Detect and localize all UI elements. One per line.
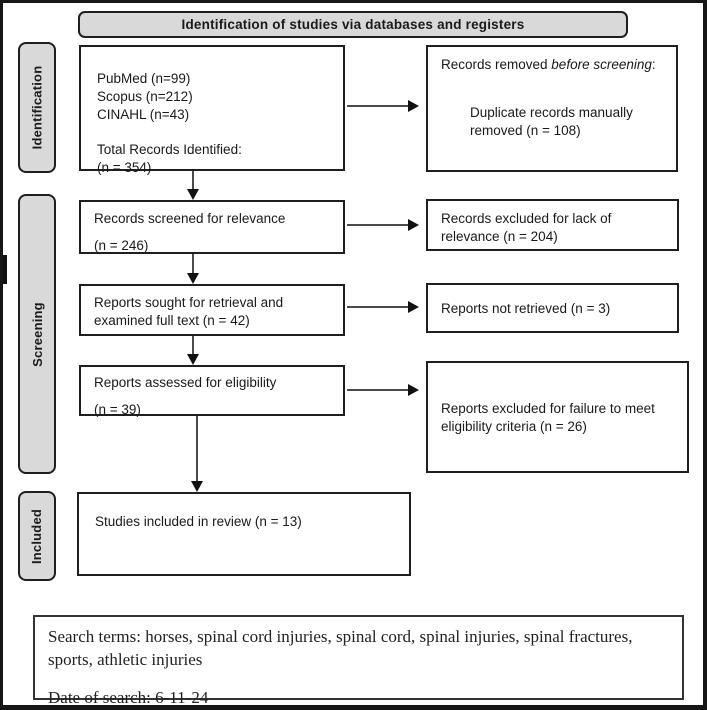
diagram-title: Identification of studies via databases … [181, 17, 525, 32]
records-screened-box: Records screened for relevance (n = 246) [79, 200, 345, 254]
arrow-down-assessed-to-included [191, 416, 203, 492]
text-line: Reports sought for retrieval and examine… [94, 295, 284, 328]
records-excluded-box: Records excluded for lack of relevance (… [426, 199, 679, 251]
text-line: Records screened for relevance [94, 211, 286, 226]
arrow-right-removed [347, 100, 419, 112]
text-line: Records removed before screening: [441, 56, 664, 74]
arrow-right-not-retrieved [347, 301, 419, 313]
text-line: Studies included in review (n = 13) [95, 514, 302, 529]
reports-excluded-eligibility-box: Reports excluded for failure to meet eli… [426, 361, 689, 473]
search-date-text: Date of search: 6-11-24 [48, 687, 209, 707]
arrow-down-identified-to-screened [187, 171, 199, 200]
text-line: Duplicate records manually removed (n = … [470, 104, 633, 138]
text-line: Reports assessed for eligibility [94, 375, 277, 390]
arrow-right-excluded-eligibility [347, 384, 419, 396]
text-segment: : [651, 57, 656, 72]
arrow-down-sought-to-assessed [187, 336, 199, 365]
text-line: CINAHL (n=43) [97, 106, 190, 122]
left-border-tick [3, 255, 7, 284]
search-terms-note: Search terms: horses, spinal cord injuri… [33, 615, 684, 705]
text-line: (n = 246) [94, 237, 149, 253]
stage-label-included: Included [18, 491, 56, 581]
records-identified-box: PubMed (n=99) Scopus (n=212) CINAHL (n=4… [79, 45, 345, 175]
search-terms-text: Search terms: horses, spinal cord injuri… [48, 627, 633, 669]
arrow-down-screened-to-sought [187, 254, 199, 284]
studies-included-box: Studies included in review (n = 13) [77, 492, 411, 576]
arrow-right-excluded-relevance [347, 219, 419, 231]
stage-label-text: Identification [29, 65, 45, 150]
records-removed-box: Records removed before screening: Duplic… [426, 45, 678, 172]
text-line: Reports not retrieved (n = 3) [441, 301, 611, 316]
text-line: (n = 354) [97, 160, 152, 176]
text-line: (n = 39) [94, 401, 141, 417]
text-line: Reports excluded for failure to meet eli… [441, 401, 655, 434]
stage-label-text: Included [29, 508, 45, 564]
diagram-title-banner: Identification of studies via databases … [78, 11, 628, 38]
spacer [97, 123, 333, 141]
text-line: Total Records Identified: [97, 142, 242, 158]
reports-not-retrieved-box: Reports not retrieved (n = 3) [426, 283, 679, 333]
reports-sought-box: Reports sought for retrieval and examine… [79, 284, 345, 336]
text-line: PubMed (n=99) [97, 71, 191, 86]
text-segment: Records removed [441, 57, 552, 72]
stage-label-identification: Identification [18, 42, 56, 173]
stage-label-text: Screening [29, 301, 45, 367]
text-line: Scopus (n=212) [97, 88, 193, 104]
reports-assessed-box: Reports assessed for eligibility (n = 39… [79, 365, 345, 417]
text-line: Records excluded for lack of relevance (… [441, 211, 612, 244]
italic-text-segment: before screening [551, 57, 652, 72]
stage-label-screening: Screening [18, 194, 56, 474]
